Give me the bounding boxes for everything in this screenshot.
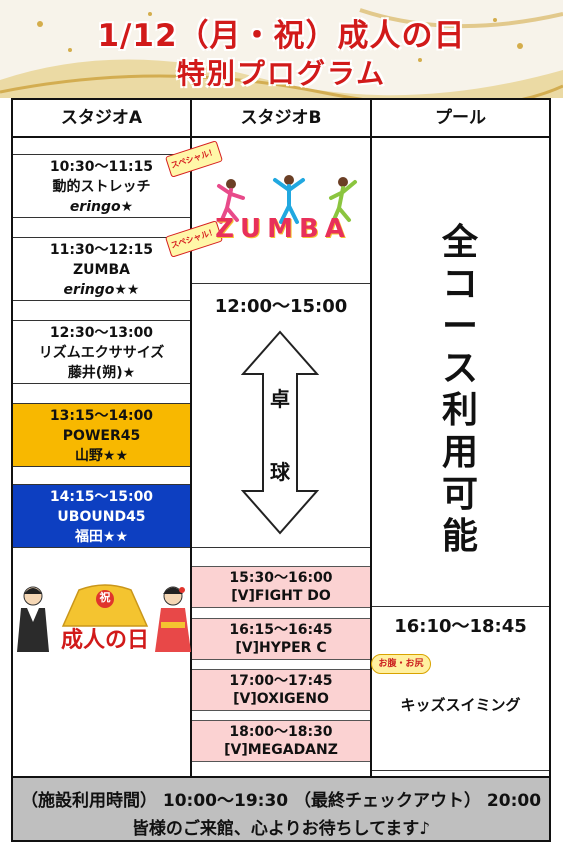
slot-time: 13:15〜14:00 [49, 408, 154, 424]
seijin-no-hi-illustration: 祝 成人の日 [15, 582, 191, 662]
slot-class: 動的ストレッチ [52, 179, 151, 195]
pool-char: 能 [441, 516, 478, 557]
slot-class: POWER45 [62, 428, 141, 444]
column-divider [190, 100, 192, 840]
kids-swim-badge: お腹・お尻 [371, 654, 431, 674]
schedule-table: スタジオA スタジオB プール 10:30〜11:15 動的ストレッチ erin… [11, 98, 551, 842]
double-arrow-icon [241, 330, 319, 535]
slot-time: 17:00〜17:45 [229, 673, 333, 689]
studio-b-virtual-slot: 15:30〜16:00 [V]FIGHT DO [192, 566, 370, 608]
pool-char: 利 [441, 390, 478, 431]
slot-instructor: eringo★★ [63, 282, 140, 298]
studio-b-virtual-slot: 17:00〜17:45 [V]OXIGENO [192, 669, 370, 711]
studio-b-virtual-slot: 18:00〜18:30 [V]MEGADANZ [192, 720, 370, 762]
slot-instructor: eringo★ [69, 199, 134, 215]
seijin-text: 成人の日 [60, 628, 149, 653]
slot-time: 11:30〜12:15 [49, 242, 154, 258]
slot-class: [V]FIGHT DO [231, 588, 331, 604]
slot-class: ZUMBA [73, 262, 130, 278]
pool-char: コ [441, 264, 478, 305]
studio-a-slot: 12:30〜13:00 リズムエクササイズ 藤井(朔)★ [13, 321, 190, 383]
footer: （施設利用時間） 10:00〜19:30 （最終チェックアウト） 20:00 皆… [13, 776, 549, 840]
kids-swim-name: キッズスイミング [400, 696, 521, 714]
column-header-studio-b: スタジオB [240, 108, 322, 128]
zumba-logo-text: ZUMBA [215, 214, 351, 244]
pool-char: ス [441, 348, 478, 389]
slot-time: 12:30〜13:00 [49, 325, 154, 341]
table-tennis-time: 12:00〜15:00 [214, 296, 348, 317]
header-banner: 1/12（月・祝）成人の日 特別プログラム [0, 0, 563, 98]
pool-all-courses: 全 コ ー ス 利 用 可 能 [435, 222, 485, 558]
slot-class: [V]MEGADANZ [224, 742, 338, 758]
column-header-studio-a: スタジオA [60, 108, 143, 128]
slot-instructor: 山野★★ [74, 448, 129, 464]
slot-time: 14:15〜15:00 [49, 489, 154, 505]
slot-instructor: 藤井(朔)★ [67, 365, 136, 381]
table-tennis-char: 卓 [270, 387, 290, 411]
studio-b-virtual-slot: 16:15〜16:45 [V]HYPER C [192, 618, 370, 660]
slot-class: UBOUND45 [57, 509, 146, 525]
facility-hours: （施設利用時間） 10:00〜19:30 （最終チェックアウト） 20:00 [20, 791, 542, 811]
zumba-logo [217, 175, 357, 224]
studio-a-slot: 10:30〜11:15 動的ストレッチ eringo★ [13, 155, 190, 217]
slot-class: [V]HYPER C [235, 640, 327, 656]
slot-time: 10:30〜11:15 [49, 159, 154, 175]
studio-a-slot: 11:30〜12:15 ZUMBA eringo★★ [13, 238, 190, 300]
studio-a-slot-highlight: 13:15〜14:00 POWER45 山野★★ [13, 404, 190, 466]
page-subtitle: 特別プログラム [176, 57, 387, 90]
pool-char: 全 [441, 222, 478, 263]
header-divider [13, 136, 549, 138]
slot-time: 15:30〜16:00 [229, 570, 333, 586]
slot-class: [V]OXIGENO [233, 691, 329, 707]
kids-swim-time: 16:10〜18:45 [394, 616, 527, 637]
pool-char: 用 [441, 432, 478, 473]
studio-a-slot-highlight: 14:15〜15:00 UBOUND45 福田★★ [13, 485, 190, 547]
kimono-figures-icon [17, 584, 191, 652]
slot-class: リズムエクササイズ [38, 345, 165, 361]
footer-message: 皆様のご来館、心よりお待ちしてます♪ [131, 819, 431, 839]
slot-time: 18:00〜18:30 [229, 724, 333, 740]
celebration-badge: 祝 [99, 591, 111, 604]
gold-wave-decoration [0, 8, 563, 98]
pool-char: ー [441, 306, 478, 347]
page-title: 1/12（月・祝）成人の日 [97, 18, 466, 54]
slot-instructor: 福田★★ [74, 529, 129, 545]
slot-time: 16:15〜16:45 [229, 622, 333, 638]
column-header-pool: プール [435, 108, 486, 128]
column-divider [370, 100, 372, 840]
pool-char: 可 [441, 474, 478, 515]
table-tennis-char: 球 [270, 460, 290, 484]
